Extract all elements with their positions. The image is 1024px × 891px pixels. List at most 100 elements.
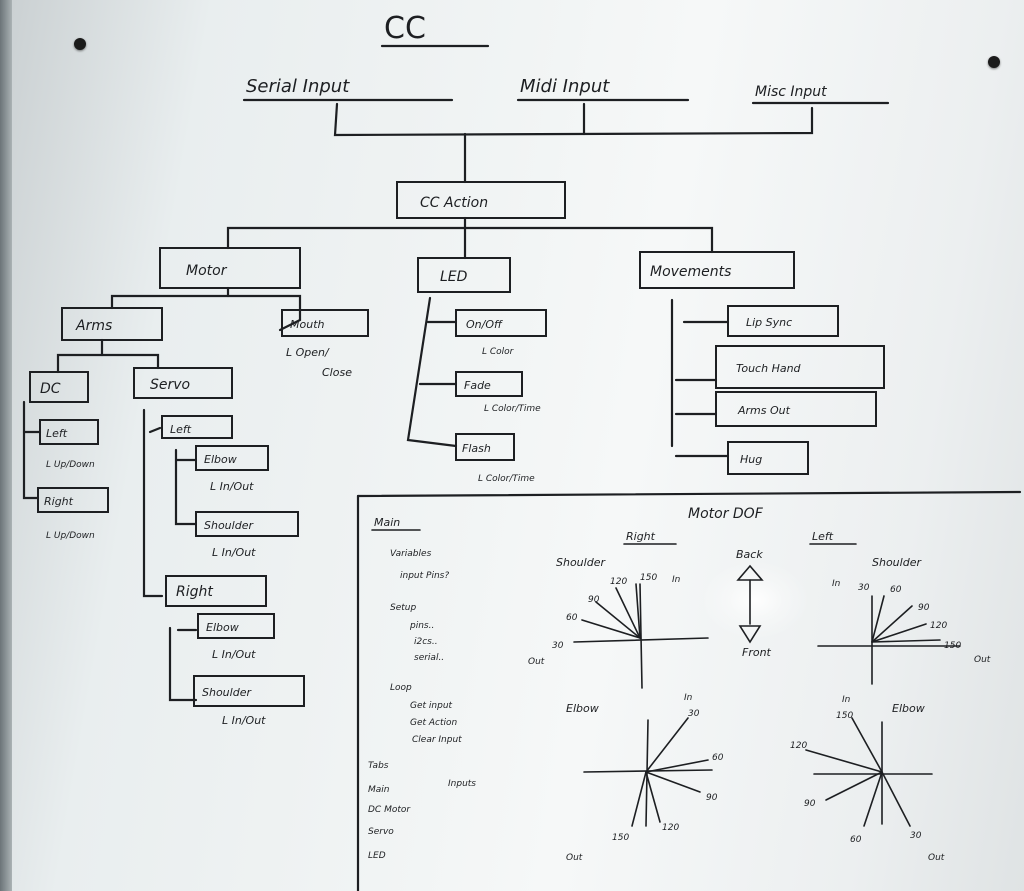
arrow-down-icon (738, 625, 762, 644)
led-fade-label: Fade (464, 379, 491, 392)
right-shoulder-ray (595, 601, 641, 639)
servo-label: Servo (150, 377, 190, 393)
movement-lipsync-box (727, 305, 839, 337)
left-elbow-ray (863, 771, 883, 827)
dof-front-label: Front (742, 646, 772, 659)
cc-action-box (396, 181, 566, 219)
right-shoulder-angle: 150 (640, 573, 657, 583)
right-elbow-ray (631, 771, 647, 827)
dc-left-label: Left (46, 427, 68, 440)
notes-line: pins.. (409, 621, 434, 631)
right-elbow-angle: 30 (688, 709, 700, 719)
notes-tab-item: Servo (368, 827, 394, 837)
led-flash-label: Flash (462, 442, 491, 455)
notes-line: i2cs.. (414, 637, 438, 647)
right-elbow-ray (645, 717, 689, 773)
movement-arms-box (715, 391, 877, 427)
left-elbow-angle: 30 (910, 831, 922, 841)
servo-left-elbow-box (195, 445, 269, 471)
led-label: LED (440, 269, 468, 285)
left-elbow-ray (825, 771, 883, 801)
servo-right-elbow-label: Elbow (206, 621, 239, 634)
movement-arms-label: Arms Out (737, 404, 791, 417)
movements-label: Movements (650, 264, 731, 280)
left-shoulder-angle: 90 (918, 603, 930, 613)
mouth-box (281, 309, 369, 337)
movement-hug-label: Hug (740, 453, 762, 466)
right-elbow-angle: 120 (662, 823, 679, 833)
cc-action-label: CC Action (420, 195, 488, 211)
midi-input-label: Midi Input (520, 76, 610, 97)
servo-left-elbow-note: L In/Out (210, 480, 254, 493)
dof-back-label: Back (736, 548, 763, 561)
servo-right-elbow-box (197, 613, 275, 639)
servo-left-shoulder-note: L In/Out (212, 546, 256, 559)
notes-line: Variables (390, 549, 432, 559)
branch-bus-line (226, 226, 714, 254)
right-shoulder-out: Out (528, 657, 545, 667)
motor-label: Motor (186, 263, 228, 279)
notes-line: Get input (410, 701, 453, 711)
mouth-label: Mouth (290, 318, 325, 331)
servo-left-shoulder-label: Shoulder (204, 519, 254, 532)
right-shoulder-label: Shoulder (556, 556, 606, 569)
servo-right-shoulder-label: Shoulder (202, 686, 252, 699)
magnet-icon (74, 38, 86, 50)
left-elbow-label: Elbow (892, 702, 925, 715)
movement-touch-box (715, 345, 885, 389)
serial-input-label: Serial Input (246, 76, 350, 97)
servo-left-label: Left (170, 423, 192, 436)
notes-main-title: Main (374, 516, 400, 529)
servo-left-branch-line (174, 448, 198, 526)
input-bus-line (333, 102, 814, 137)
servo-left-elbow-label: Elbow (204, 453, 237, 466)
left-elbow-ray (805, 749, 883, 773)
servo-left-tick (148, 426, 162, 434)
left-shoulder-out: Out (974, 655, 991, 665)
dc-left-note: L Up/Down (46, 460, 95, 470)
left-shoulder-ray (871, 639, 941, 643)
led-flash-box (455, 433, 515, 461)
dc-box (29, 371, 89, 403)
right-shoulder-angle: 120 (610, 577, 627, 587)
notes-line: input Pins? (400, 571, 449, 581)
right-shoulder-ray (615, 587, 641, 639)
dof-left-label: Left (812, 530, 834, 543)
right-elbow-label: Elbow (566, 702, 599, 715)
led-onoff-box (455, 309, 547, 337)
left-shoulder-in: In (832, 579, 841, 589)
servo-right-elbow-note: L In/Out (212, 648, 256, 661)
servo-right-shoulder-note: L In/Out (222, 714, 266, 727)
mouth-note-2: Close (322, 366, 352, 379)
led-branch-line (406, 296, 458, 448)
right-shoulder-angle: 30 (552, 641, 564, 651)
led-flash-note: L Color/Time (478, 474, 535, 484)
misc-input-label: Misc Input (755, 84, 827, 100)
left-shoulder-angle: 150 (944, 641, 961, 651)
left-elbow-angle: 90 (804, 799, 816, 809)
dc-right-label: Right (44, 495, 74, 508)
dc-right-box (37, 487, 109, 513)
board-edge-shadow (0, 0, 12, 891)
motor-bus-line (110, 294, 302, 322)
left-shoulder-angle: 30 (858, 583, 870, 593)
notes-line: Get Action (410, 718, 458, 728)
servo-right-branch-line (168, 626, 198, 702)
right-shoulder-angle: 90 (588, 595, 600, 605)
notes-tabs-side: Inputs (448, 779, 476, 789)
arrow-up-icon (736, 564, 764, 581)
dc-left-box (39, 419, 99, 445)
movement-hug-box (727, 441, 809, 475)
right-elbow-in: In (684, 693, 693, 703)
right-shoulder-axis-v (639, 583, 643, 689)
left-shoulder-angle: 60 (890, 585, 902, 595)
servo-right-box (165, 575, 267, 607)
dc-right-note: L Up/Down (46, 531, 95, 541)
right-shoulder-in: In (672, 575, 681, 585)
right-elbow-angle: 150 (612, 833, 629, 843)
notes-tab-item: Main (368, 785, 390, 795)
right-elbow-angle: 90 (706, 793, 718, 803)
movement-touch-label: Touch Hand (736, 362, 802, 375)
right-shoulder-ray (581, 619, 641, 639)
